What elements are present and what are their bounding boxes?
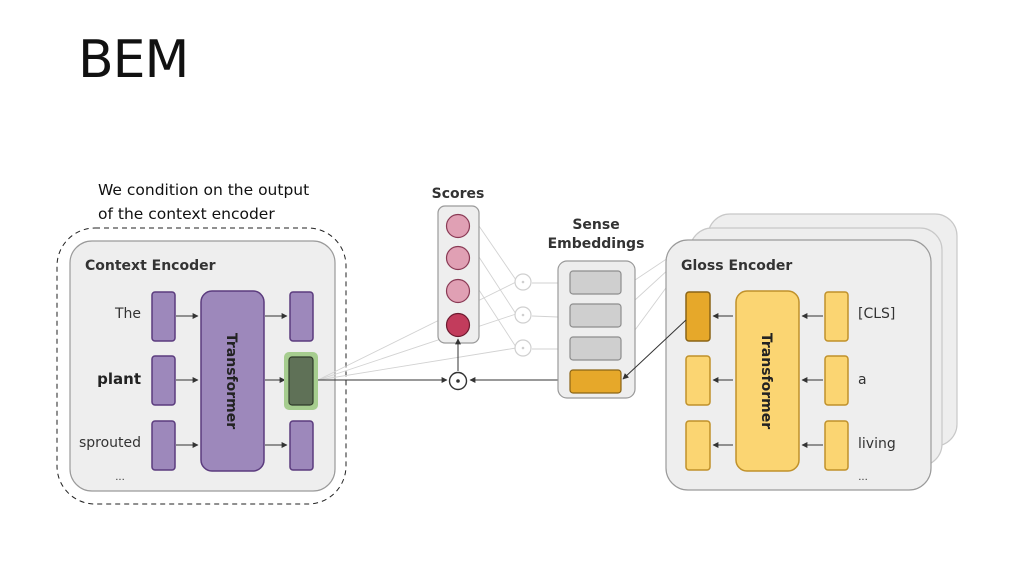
score-circle-1 bbox=[445, 213, 471, 239]
gloss-encoder-title: Gloss Encoder bbox=[681, 258, 792, 274]
gloss-transformer-block bbox=[735, 290, 800, 472]
gloss-token-ellipsis: ... bbox=[858, 472, 868, 483]
context-output-embedding-1 bbox=[289, 291, 314, 342]
context-token-plant: plant bbox=[97, 370, 141, 388]
score-circle-2 bbox=[445, 245, 471, 271]
faint-dot-operator-1-center bbox=[521, 280, 525, 284]
context-input-embedding-1 bbox=[151, 291, 176, 342]
arrow-cls-to-sense bbox=[622, 319, 687, 380]
context-token-sprouted: sprouted bbox=[79, 435, 141, 451]
context-input-embedding-2 bbox=[151, 355, 176, 406]
target-word-embedding bbox=[288, 356, 314, 406]
gloss-cls-output bbox=[685, 291, 711, 342]
slide-title: BEM bbox=[78, 30, 189, 90]
gloss-input-embedding-1 bbox=[824, 291, 849, 342]
gloss-output-embedding-2 bbox=[685, 355, 711, 406]
sense-embedding-2 bbox=[569, 303, 622, 328]
gloss-input-embedding-3 bbox=[824, 420, 849, 471]
note-line-1: We condition on the output bbox=[98, 181, 310, 199]
context-transformer-block bbox=[200, 290, 265, 472]
context-input-embedding-3 bbox=[151, 420, 176, 471]
context-token-ellipsis: ... bbox=[115, 472, 125, 483]
scores-title: Scores bbox=[432, 186, 485, 202]
score-circle-4-selected bbox=[445, 312, 471, 338]
faint-dot-operator-3-center bbox=[521, 346, 525, 350]
gloss-transformer-label: Transformer bbox=[758, 333, 774, 429]
context-output-embedding-3 bbox=[289, 420, 314, 471]
gloss-token-a: a bbox=[858, 372, 867, 388]
gloss-output-embedding-3 bbox=[685, 420, 711, 471]
sense-embeddings-panel bbox=[557, 260, 636, 399]
note-line-2: of the context encoder bbox=[98, 205, 275, 223]
gloss-token-living: living bbox=[858, 436, 896, 452]
sense-embedding-1 bbox=[569, 270, 622, 295]
sense-embedding-3 bbox=[569, 336, 622, 361]
gloss-token-cls: [CLS] bbox=[858, 306, 895, 322]
sense-embeddings-title-1: Sense bbox=[572, 217, 619, 233]
context-token-the: The bbox=[114, 306, 141, 322]
faint-connector-lines bbox=[317, 221, 723, 381]
sense-embedding-selected bbox=[569, 369, 622, 394]
gloss-input-embedding-2 bbox=[824, 355, 849, 406]
score-circle-3 bbox=[445, 278, 471, 304]
context-transformer-label: Transformer bbox=[223, 333, 239, 429]
sense-embeddings-title-2: Embeddings bbox=[548, 236, 645, 252]
context-encoder-title: Context Encoder bbox=[85, 258, 216, 274]
faint-dot-operator-2-center bbox=[521, 313, 525, 317]
dot-product-operator-center bbox=[456, 379, 460, 383]
